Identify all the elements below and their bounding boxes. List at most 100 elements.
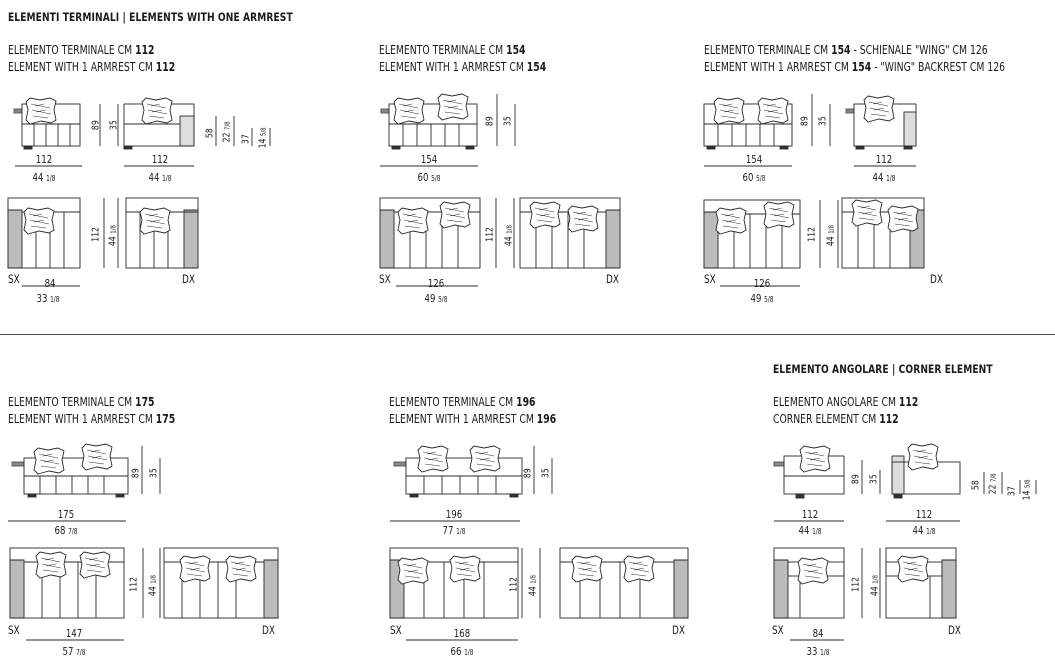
dim-b1-di: 44 1/8 [107, 225, 119, 247]
side-label-b5-dx: DX [672, 623, 685, 637]
dim-b5-h: 89 [522, 468, 534, 479]
block-title-154: ELEMENTO TERMINALE CM 154 ELEMENT WITH 1… [379, 43, 547, 74]
height-dims-112 [99, 104, 271, 146]
dim-b5-di: 44 1/8 [527, 575, 539, 597]
dim-b3-in1: 60 5/8 [742, 171, 766, 184]
dim-b3-w2: 112 [875, 153, 893, 166]
dim-b6-s2i: 14 5/8 [1021, 479, 1033, 501]
dim-b2-h: 89 [484, 116, 496, 127]
plan-view-154-wing-dx [841, 197, 925, 269]
plan-view-corner-dx [885, 547, 957, 619]
dim-b6-s2: 37 [1006, 486, 1018, 497]
side-label-b2-dx: DX [606, 272, 619, 286]
dim-b4-h: 89 [130, 468, 142, 479]
block-title-154-wing: ELEMENTO TERMINALE CM 154 - SCHIENALE "W… [704, 43, 1006, 74]
dim-b3-d: 112 [806, 227, 818, 242]
dim-b2-in: 60 5/8 [417, 171, 441, 184]
dim-b5-in: 77 1/8 [442, 524, 466, 537]
dim-b3-pw: 126 [753, 277, 771, 290]
dim-b1-in2: 44 1/8 [148, 171, 172, 184]
section-divider [0, 334, 1055, 335]
front-view-154 [380, 93, 478, 167]
front-view-112-right [123, 97, 195, 167]
dim-b6-pin: 33 1/8 [806, 645, 830, 658]
dim-b1-d: 112 [90, 227, 102, 242]
dim-b2-pin: 49 5/8 [424, 292, 448, 305]
plan-view-175-dx [163, 547, 279, 619]
dim-b6-h: 89 [850, 474, 862, 485]
side-label-b1-dx: DX [182, 272, 195, 286]
dim-b5-pw: 168 [453, 627, 471, 640]
dim-b4-d: 112 [128, 577, 140, 592]
dim-b2-di: 44 1/8 [503, 225, 515, 247]
dim-b4-w: 175 [57, 508, 75, 521]
dim-b5-d: 112 [508, 577, 520, 592]
dim-b3-pin: 49 5/8 [750, 292, 774, 305]
dim-b6-s1: 58 [970, 480, 982, 491]
dim-b3-w1: 154 [745, 153, 763, 166]
block-title-196: ELEMENTO TERMINALE CM 196 ELEMENT WITH 1… [389, 395, 557, 426]
dim-b6-hi: 35 [868, 474, 880, 485]
front-view-corner-right [886, 443, 961, 522]
dim-b2-w: 154 [420, 153, 438, 166]
dim-b3-in2: 44 1/8 [872, 171, 896, 184]
dim-b1-s2i: 14 5/8 [257, 127, 269, 149]
dim-b3-h: 89 [799, 116, 811, 127]
dim-b1-pw: 84 [44, 277, 56, 290]
dim-b1-s2: 37 [240, 134, 252, 145]
dim-b6-di: 44 1/8 [869, 575, 881, 597]
dim-b4-pin: 57 7/8 [62, 645, 86, 658]
dim-b6-in2: 44 1/8 [912, 524, 936, 537]
dim-b6-w1: 112 [801, 508, 819, 521]
plan-view-154-wing-sx [703, 199, 801, 287]
side-label-b4-sx: SX [8, 623, 20, 637]
dim-b1-w1: 112 [35, 153, 53, 166]
dim-b1-hi: 35 [108, 120, 120, 131]
plan-view-154-sx [379, 197, 481, 287]
dim-b3-di: 44 1/8 [825, 225, 837, 247]
dim-b5-w: 196 [445, 508, 463, 521]
side-label-b3-sx: SX [704, 272, 716, 286]
dim-b4-in: 68 7/8 [54, 524, 78, 537]
section-header-corner: ELEMENTO ANGOLARE | CORNER ELEMENT [773, 362, 993, 376]
dim-b6-in1: 44 1/8 [798, 524, 822, 537]
dim-b6-d: 112 [850, 577, 862, 592]
dim-b1-h: 89 [90, 120, 102, 131]
plan-view-175-sx [9, 547, 125, 641]
dim-b1-in1: 44 1/8 [32, 171, 56, 184]
side-label-b5-sx: SX [390, 623, 402, 637]
dim-b4-hi: 35 [148, 468, 160, 479]
dim-b3-hi: 35 [817, 116, 829, 127]
side-label-b6-dx: DX [948, 623, 961, 637]
dim-b5-pin: 66 1/8 [450, 645, 474, 658]
front-view-112-left [13, 97, 82, 167]
block-title-112: ELEMENTO TERMINALE CM 112 ELEMENT WITH 1… [8, 43, 176, 74]
dim-b1-s1i: 22 7/8 [221, 121, 233, 143]
plan-view-196-dx [559, 547, 689, 619]
dim-b2-hi: 35 [502, 116, 514, 127]
block-title-175: ELEMENTO TERMINALE CM 175 ELEMENT WITH 1… [8, 395, 176, 426]
plan-view-196-sx [389, 547, 519, 641]
dim-b1-w2: 112 [151, 153, 169, 166]
dim-b4-di: 44 1/8 [147, 575, 159, 597]
plan-view-corner-sx [773, 547, 845, 641]
side-label-b2-sx: SX [379, 272, 391, 286]
dim-b6-w2: 112 [915, 508, 933, 521]
block-title-corner-112: ELEMENTO ANGOLARE CM 112 CORNER ELEMENT … [773, 395, 919, 426]
dim-b5-hi: 35 [540, 468, 552, 479]
plan-view-112-sx [7, 197, 81, 287]
dim-b6-s1i: 22 7/8 [987, 473, 999, 495]
front-view-175 [8, 443, 129, 522]
dim-b6-pw: 84 [812, 627, 824, 640]
side-label-b4-dx: DX [262, 623, 275, 637]
plan-view-154-dx [519, 197, 621, 269]
side-label-b6-sx: SX [772, 623, 784, 637]
front-view-112-wing [845, 95, 917, 167]
dim-b4-pw: 147 [65, 627, 83, 640]
front-view-corner-left [773, 445, 845, 522]
dim-b2-d: 112 [484, 227, 496, 242]
plan-view-112-dx [125, 197, 199, 269]
section-header-terminal: ELEMENTI TERMINALI | ELEMENTS WITH ONE A… [8, 10, 293, 24]
side-label-b3-dx: DX [930, 272, 943, 286]
